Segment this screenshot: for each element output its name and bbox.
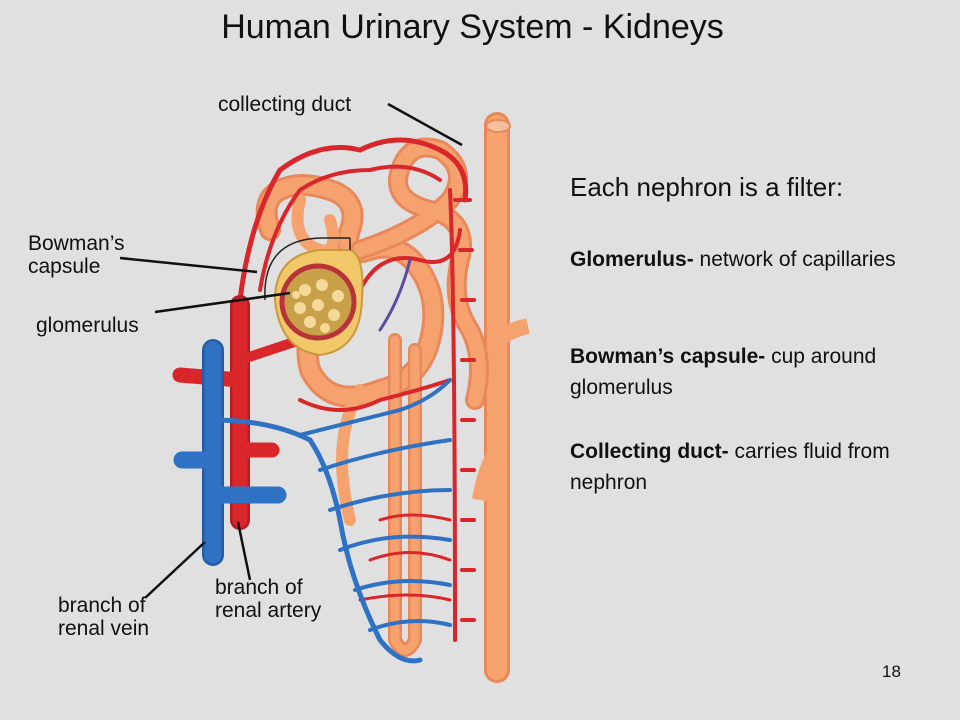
page-number: 18 (882, 662, 901, 681)
slide-title: Human Urinary System - Kidneys (221, 8, 724, 46)
label-bowmans-capsule-line2: capsule (28, 255, 101, 278)
description-item-glomerulus: Glomerulus- network of capillaries (570, 244, 930, 275)
label-collecting-duct: collecting duct (218, 93, 352, 116)
description-term: Bowman’s capsule- (570, 345, 766, 368)
label-branch-renal-artery: branch of renal artery (215, 576, 385, 622)
description-text: network of capillaries (693, 248, 896, 271)
renal-artery-branch (172, 295, 305, 530)
description-text: cup around glomerulus (570, 345, 877, 399)
leader-collecting-duct (387, 102, 463, 147)
description-term: Glomerulus- (570, 248, 694, 271)
leader-glomerulus (154, 291, 291, 314)
description-term: Collecting duct- (570, 440, 729, 463)
label-glomerulus: glomerulus (36, 314, 139, 337)
label-branch-renal-vein-line1: branch of (58, 594, 146, 617)
leader-bowmans-capsule (119, 256, 258, 274)
leader-renal-artery (236, 521, 252, 581)
label-bowmans-capsule: Bowman’s capsule (28, 232, 198, 278)
label-branch-renal-artery-line2: renal artery (215, 599, 322, 622)
leader-renal-vein (144, 541, 206, 599)
description-text: carries fluid from nephron (570, 440, 890, 494)
description-item-bowmans-capsule: Bowman’s capsule- cup around glomerulus (570, 341, 930, 403)
label-bowmans-capsule-line1: Bowman’s (28, 232, 125, 255)
description-item-collecting-duct: Collecting duct- carries fluid from neph… (570, 436, 930, 498)
glomerulus-shape (279, 263, 357, 341)
label-branch-renal-vein-line2: renal vein (58, 617, 150, 640)
label-branch-renal-vein: branch of renal vein (58, 594, 228, 640)
leader-lines (119, 102, 463, 599)
label-branch-renal-artery-line1: branch of (215, 576, 303, 599)
collecting-duct-tube (472, 112, 530, 683)
renal-vein-branch (173, 258, 452, 664)
description-heading: Each nephron is a filter: (570, 172, 844, 202)
